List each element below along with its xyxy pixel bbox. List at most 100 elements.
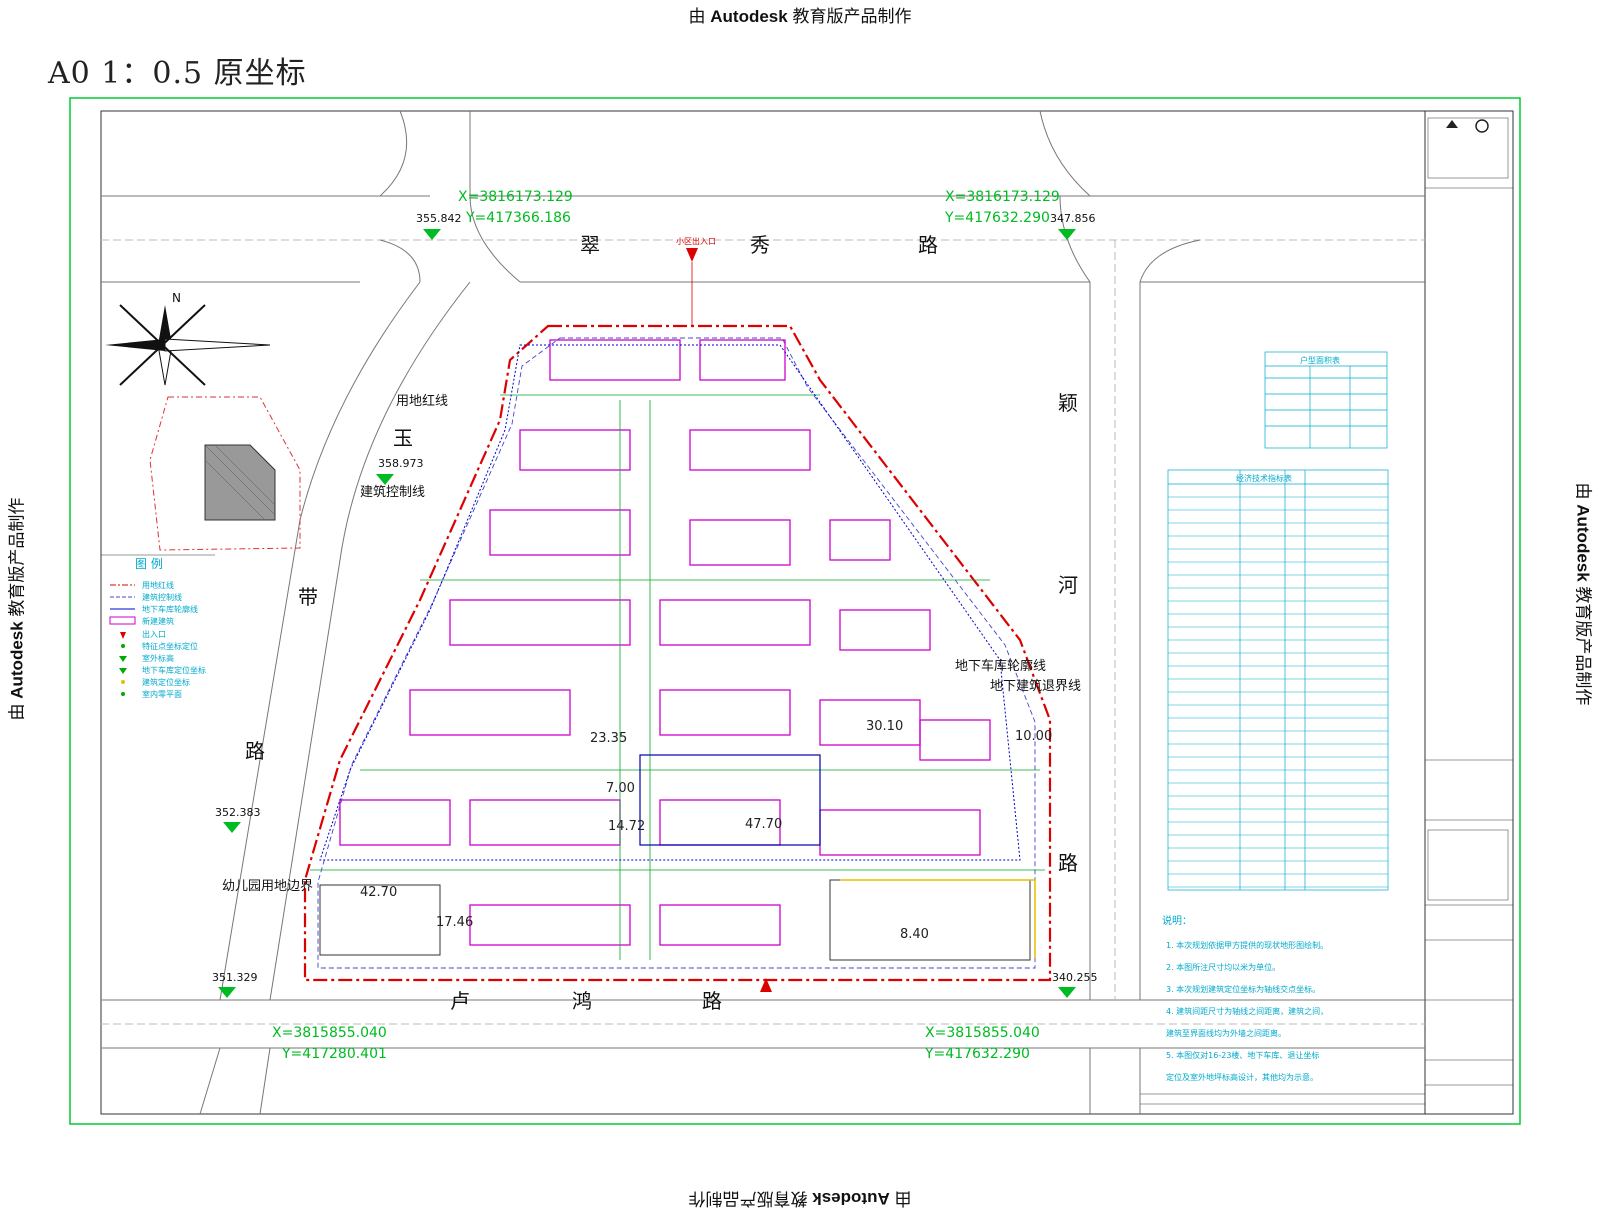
note-item: 4. 建筑间距尺寸为轴线之间距离，建筑之间，: [1166, 1006, 1328, 1016]
table2-title: 经济技术指标表: [1236, 473, 1292, 483]
elevation-marker-icon: [223, 822, 241, 833]
elevation-label: 355.842: [416, 212, 462, 225]
inner-frame: [100, 110, 1514, 1115]
unit-area-table: [1264, 351, 1388, 449]
road-east-char: 河: [1058, 573, 1078, 597]
elevation-marker-icon: [1058, 229, 1076, 240]
elevation-marker-icon: [423, 229, 441, 240]
coord-x: X=3816173.129: [945, 189, 1060, 205]
elevation-label: 358.973: [378, 457, 424, 470]
road-north-char: 翠: [580, 233, 600, 257]
plan-number: 7.00: [606, 781, 635, 796]
entrance-arrow-icon: [686, 248, 698, 262]
north-label: N: [172, 291, 181, 305]
underground-label: 地下建筑退界线: [990, 678, 1081, 694]
notes-title: 说明：: [1162, 914, 1192, 927]
coord-y: Y=417280.401: [281, 1046, 387, 1062]
road-south-char: 路: [702, 989, 722, 1013]
title-block: [1140, 111, 1513, 1114]
legend-item: 地下车库轮廓线: [142, 604, 198, 614]
elevation-label: 352.383: [215, 806, 261, 819]
legend-item: 室外标高: [142, 653, 174, 663]
road-names: 翠 秀 路 颖 河 路 卢 鸿 路 玉 带 路: [245, 233, 1078, 1013]
control-line-label: 建筑控制线: [360, 484, 425, 500]
outer-frame: [69, 97, 1521, 1125]
road-south-char: 卢: [450, 989, 470, 1013]
plan-number: 30.10: [866, 719, 903, 734]
site-boundary: [303, 324, 1052, 982]
elevation-label: 340.255: [1052, 971, 1098, 984]
elevation-marker-icon: [218, 987, 236, 998]
key-plan: [149, 396, 301, 551]
note-item: 定位及室外地坪标高设计，其他均为示意。: [1166, 1072, 1318, 1082]
coord-y: Y=417632.290: [924, 1046, 1030, 1062]
kindergarten: [319, 879, 1031, 961]
elevation-marker-icon: [1058, 987, 1076, 998]
note-item: 3. 本次规划建筑定位坐标为轴线交点坐标。: [1166, 984, 1320, 994]
coord-x: X=3816173.129: [458, 189, 573, 205]
north-arrow-icon: N: [105, 291, 271, 386]
road-north-char: 路: [918, 233, 938, 257]
road-north-char: 秀: [750, 233, 770, 257]
notes: 说明： 1. 本次规划依据甲方提供的现状地形图绘制。 2. 本图所注尺寸均以米为…: [1162, 914, 1328, 1082]
corner-coordinates: X=3816173.129 Y=417366.186 X=3816173.129…: [272, 189, 1060, 1062]
entrance-arrow-icon: [760, 978, 772, 992]
plan-numbers: 42.70 17.46 8.40 7.00 14.72 47.70 23.35 …: [360, 719, 1052, 942]
tech-table-rows: [1168, 496, 1388, 888]
road-south-char: 鸿: [572, 989, 592, 1013]
kindergarten-yellow-line: [840, 879, 1036, 958]
internal-roads: [310, 394, 1045, 960]
plan-number: 14.72: [608, 819, 645, 834]
legend-item: 建筑定位坐标: [142, 677, 190, 687]
coord-x: X=3815855.040: [272, 1025, 387, 1041]
legend: 图 例 用地红线 建筑控制线 地下车库轮廓线 新建建筑 出入口 特征点坐标定位 …: [101, 554, 215, 699]
road-west-char: 路: [245, 739, 265, 763]
roads: [101, 110, 1425, 1115]
logo-icon-2: [1475, 119, 1489, 133]
road-west-char: 带: [298, 585, 318, 609]
plan-number: 42.70: [360, 885, 397, 900]
road-east-char: 路: [1058, 851, 1078, 875]
elevation-markers: 355.842 347.856 358.973 352.383 351.329 …: [212, 212, 1098, 998]
note-item: 5. 本图仅对16-23楼、地下车库、退让坐标: [1166, 1050, 1319, 1060]
boundary-label: 用地红线: [396, 393, 448, 409]
legend-item: 建筑控制线: [142, 592, 182, 602]
plan-number: 10.00: [1015, 729, 1052, 744]
table1-title: 户型面积表: [1300, 355, 1340, 365]
watermark-top: 由 Autodesk 教育版产品制作: [688, 7, 912, 26]
legend-item: 出入口: [142, 629, 166, 639]
plan-number: 47.70: [745, 817, 782, 832]
legend-item: 新建建筑: [142, 616, 174, 626]
note-item: 2. 本图所注尺寸均以米为单位。: [1166, 962, 1280, 972]
annotations: 用地红线 建筑控制线 地下车库轮廓线 地下建筑退界线 幼儿园用地边界: [222, 393, 1081, 894]
build-control-line: [317, 337, 1036, 969]
sheet-title: A0 1：0.5 原坐标: [48, 56, 307, 91]
road-east-char: 颖: [1058, 391, 1078, 415]
legend-title: 图 例: [135, 557, 163, 571]
note-item: 1. 本次规划依据甲方提供的现状地形图绘制。: [1166, 940, 1328, 950]
kindergarten-label: 幼儿园用地边界: [222, 879, 313, 894]
legend-item: 用地红线: [142, 580, 174, 590]
coord-y: Y=417632.290: [944, 210, 1050, 226]
coord-x: X=3815855.040: [925, 1025, 1040, 1041]
legend-item: 地下车库定位坐标: [142, 665, 206, 675]
note-item: 建筑至界面线均为外墙之间距离。: [1166, 1028, 1286, 1038]
elevation-marker-icon: [376, 474, 394, 485]
garage-outline: [319, 344, 1021, 861]
elevation-label: 351.329: [212, 971, 258, 984]
plan-number: 23.35: [590, 731, 627, 746]
road-west-char: 玉: [393, 426, 413, 450]
plan-number: 8.40: [900, 927, 929, 942]
garage-label: 地下车库轮廓线: [955, 658, 1046, 674]
buildings: [339, 339, 991, 946]
elevation-label: 347.856: [1050, 212, 1096, 225]
logo-icon: [1446, 120, 1458, 128]
entrances: 小区出入口: [676, 236, 772, 992]
coord-y: Y=417366.186: [465, 210, 571, 226]
legend-item: 特征点坐标定位: [142, 641, 198, 651]
legend-item: 室内零平面: [142, 689, 182, 699]
plan-number: 17.46: [436, 915, 473, 930]
entrance-label: 小区出入口: [676, 236, 716, 246]
tech-index-table: [1167, 469, 1389, 891]
